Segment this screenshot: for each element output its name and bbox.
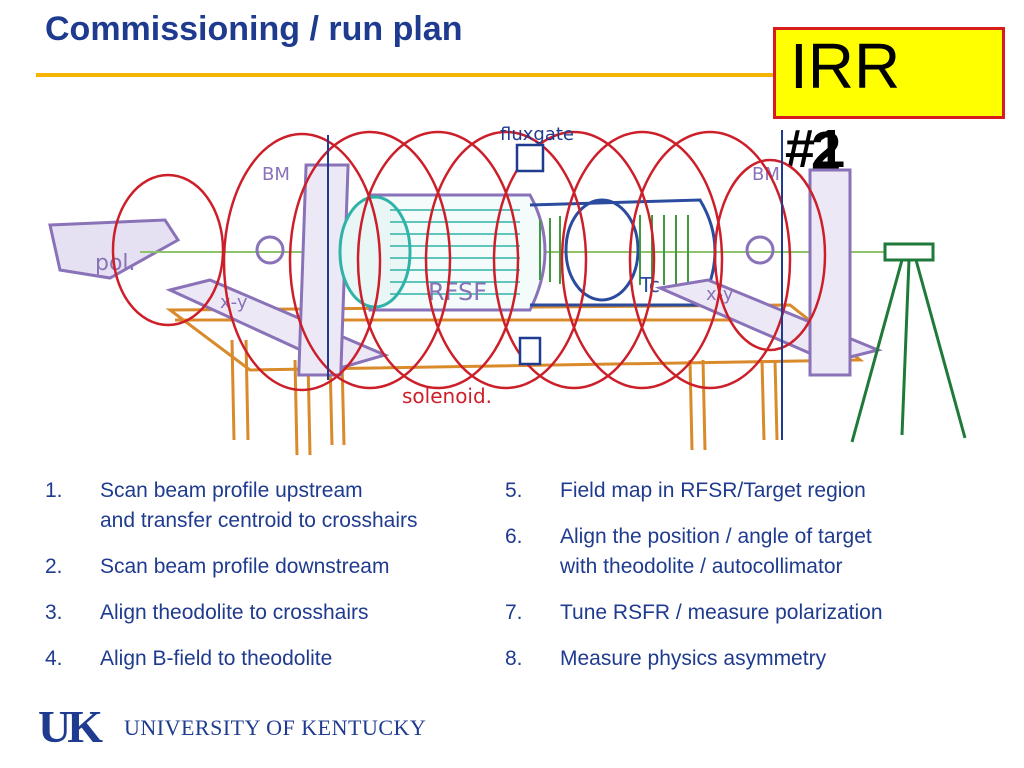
step-number: 7.: [505, 601, 523, 624]
fluxgate-label: fluxgate: [500, 124, 574, 145]
steps-right-list: 5. Field map in RFSR/Target region 6. Al…: [505, 476, 1015, 690]
step-text: Align the position / angle of target: [560, 525, 872, 548]
theodolite-tripod: [850, 242, 967, 443]
irr-label: IRR: [790, 30, 901, 102]
step-4: 4. Align B-field to theodolite: [45, 644, 515, 674]
title-underline: [36, 73, 796, 77]
tc-label: Tc: [639, 273, 660, 297]
step-7: 7. Tune RSFR / measure polarization: [505, 598, 1015, 628]
rfsf-label: RFSF: [428, 278, 487, 306]
step-3: 3. Align theodolite to crosshairs: [45, 598, 515, 628]
step-number: 2.: [45, 555, 63, 578]
step-6: 6. Align the position / angle of target …: [505, 522, 1015, 582]
irr-number: #1 2: [785, 122, 875, 182]
rfsf-cylinder: RFSF: [338, 193, 547, 312]
uk-logo-mark: UK: [38, 701, 103, 752]
university-name: UNIVERSITY OF KENTUCKY: [124, 715, 427, 740]
step-8: 8. Measure physics asymmetry: [505, 644, 1015, 674]
step-text: Scan beam profile downstream: [100, 555, 390, 578]
step-text: Align B-field to theodolite: [100, 647, 333, 670]
step-text-cont: with theodolite / autocollimator: [560, 555, 843, 578]
fluxgate-sensors: fluxgate: [500, 124, 574, 366]
step-text: Scan beam profile upstream: [100, 479, 363, 502]
step-text: Tune RSFR / measure polarization: [560, 601, 883, 624]
right-xy-stage: x-y BM: [654, 164, 883, 377]
step-number: 6.: [505, 525, 523, 548]
slide-title: Commissioning / run plan: [45, 10, 463, 48]
step-number: 5.: [505, 479, 523, 502]
step-number: 8.: [505, 647, 523, 670]
solenoid-coils: [111, 130, 827, 392]
step-number: 3.: [45, 601, 63, 624]
irr-number-a: #1: [785, 119, 846, 179]
step-text: Align theodolite to crosshairs: [100, 601, 369, 624]
step-text: Field map in RFSR/Target region: [560, 479, 866, 502]
step-number: 4.: [45, 647, 63, 670]
step-1: 1. Scan beam profile upstream and transf…: [45, 476, 515, 536]
irr-stamp: IRR: [773, 27, 1005, 119]
step-text: Measure physics asymmetry: [560, 647, 827, 670]
step-number: 1.: [45, 479, 63, 502]
step-text-cont: and transfer centroid to crosshairs: [100, 509, 418, 532]
uk-logo: UK UNIVERSITY OF KENTUCKY: [38, 701, 438, 752]
solenoid-label: solenoid.: [402, 384, 492, 408]
step-2: 2. Scan beam profile downstream: [45, 552, 515, 582]
step-5: 5. Field map in RFSR/Target region: [505, 476, 1015, 506]
bm-left-label: BM: [262, 164, 290, 185]
xy-left-label: x-y: [220, 292, 248, 313]
apparatus-sketch: pol. x-y BM RFSF Tc: [48, 124, 967, 456]
steps-left-list: 1. Scan beam profile upstream and transf…: [45, 476, 515, 690]
